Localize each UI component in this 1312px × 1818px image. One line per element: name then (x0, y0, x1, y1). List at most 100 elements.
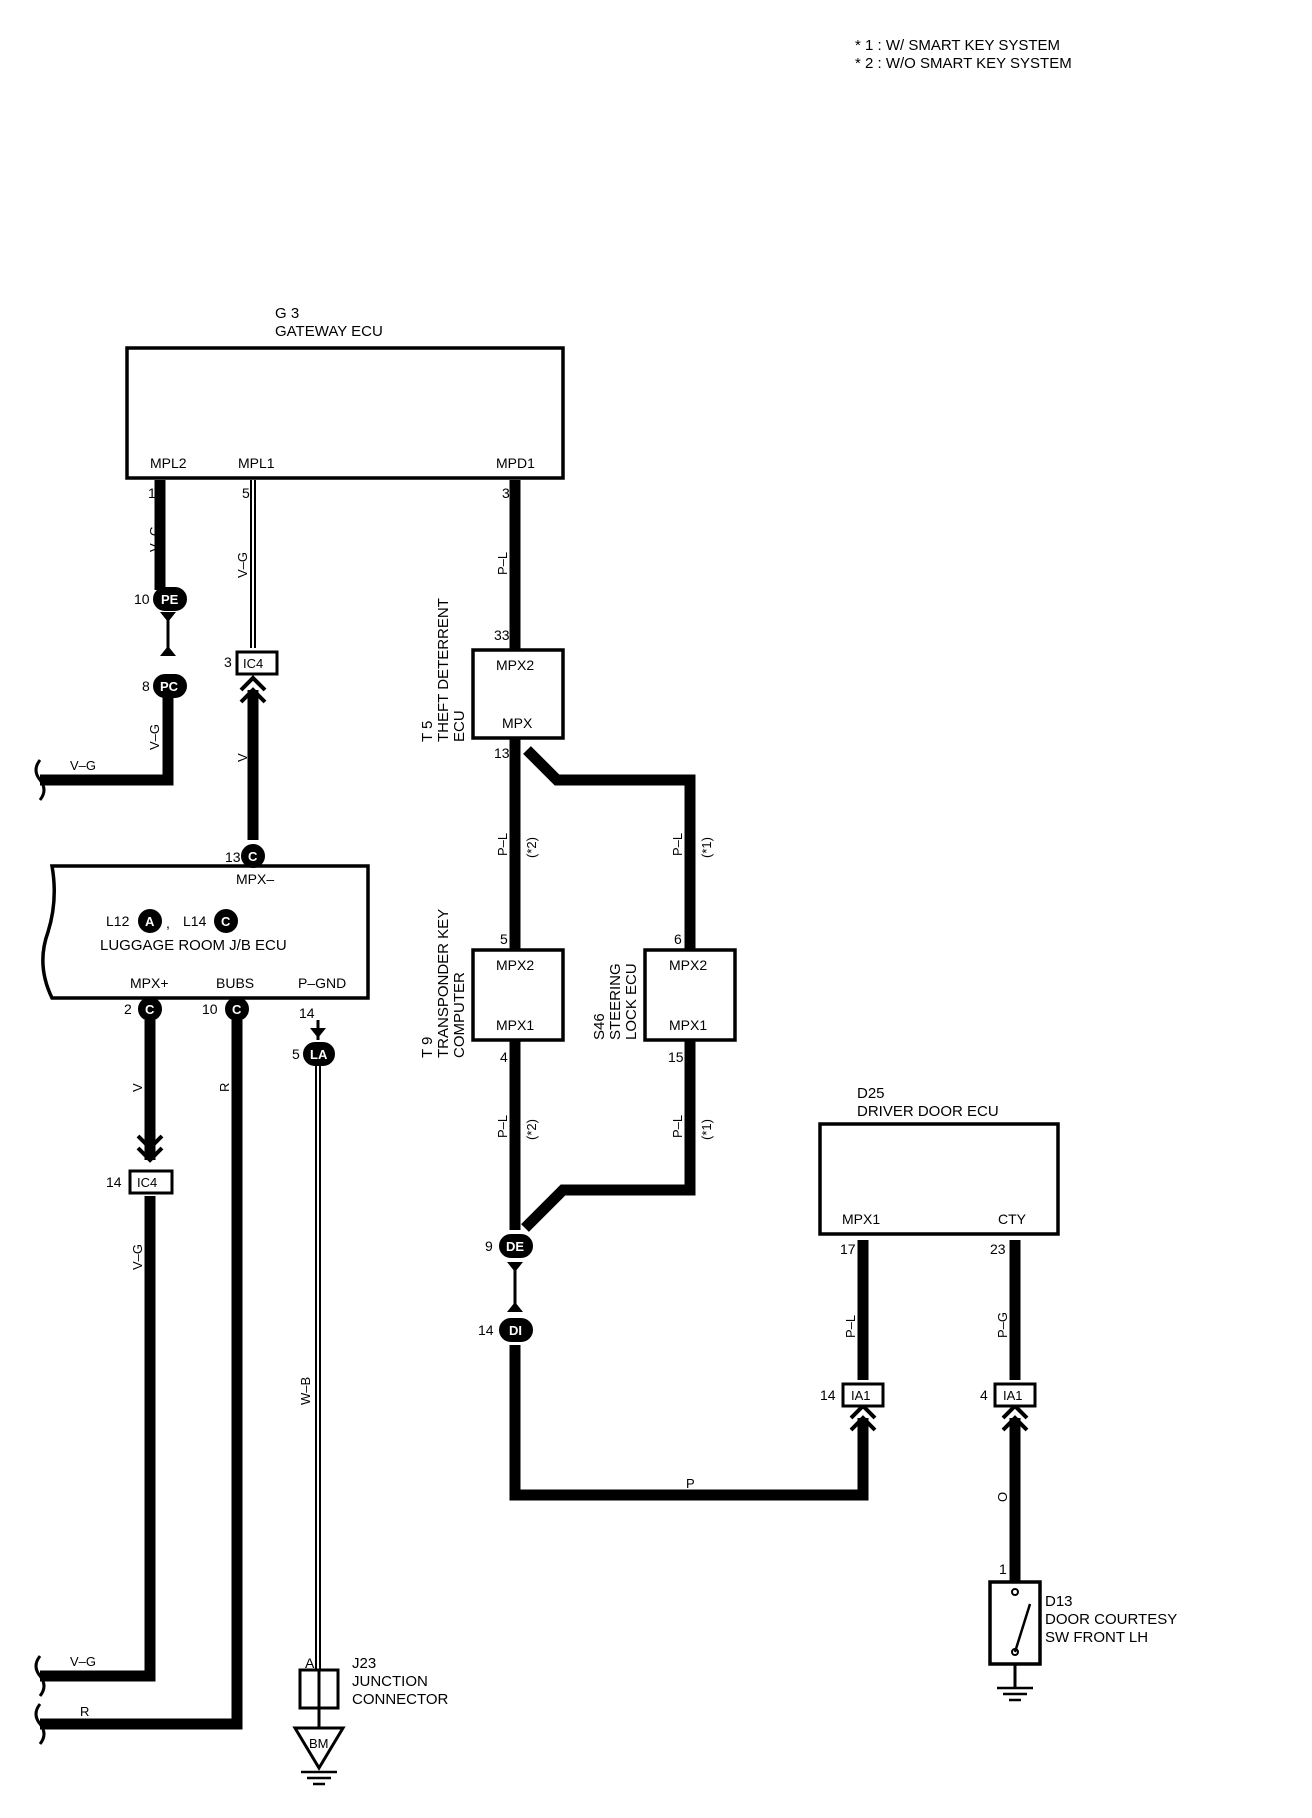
svg-text:IA1: IA1 (851, 1388, 871, 1403)
wire-vg-left (40, 678, 174, 786)
svg-text:MPX1: MPX1 (842, 1211, 880, 1227)
wire-labels: V–G V–G V–G V–G V P–L P–L (*2) P–L (*1) … (70, 526, 1010, 1719)
pin-p-gnd: P–GND (298, 975, 346, 991)
luggage-room-jb-ecu: MPX– L12 A , L14 C LUGGAGE ROOM J/B ECU … (41, 864, 370, 1000)
pin-mpx-minus: MPX– (236, 871, 274, 887)
luggage-name: LUGGAGE ROOM J/B ECU (100, 937, 287, 954)
pin-no-s46-in: 6 (674, 931, 682, 947)
svg-text:PE: PE (161, 592, 179, 607)
svg-text:DOOR COURTESY: DOOR COURTESY (1045, 1611, 1177, 1628)
svg-text:17: 17 (840, 1241, 856, 1257)
pin-bubs: BUBS (216, 975, 254, 991)
pin-t5-mpx2: MPX2 (496, 657, 534, 673)
svg-text:COMPUTER: COMPUTER (451, 972, 468, 1058)
ground-bm-icon (292, 1726, 346, 1771)
pin-no-t9-out: 4 (500, 1049, 508, 1065)
wire-p (509, 1345, 869, 1501)
pin-t5-mpx: MPX (502, 715, 533, 731)
gateway-name: GATEWAY ECU (275, 323, 383, 340)
connectors: 10 PE 8 PC 3 IC4 13 C 2 C 10 C 14 5 LA 1… (106, 587, 1037, 1408)
wires (34, 480, 1029, 1745)
svg-text:R: R (217, 1083, 232, 1092)
junction-connector: A J23 JUNCTION CONNECTOR BM (292, 1655, 449, 1786)
svg-text:P–G: P–G (995, 1312, 1010, 1338)
connector-di (499, 1318, 533, 1342)
svg-text:C: C (248, 849, 258, 864)
t5-name2: ECU (451, 710, 468, 742)
svg-text:CTY: CTY (998, 1211, 1027, 1227)
luggage-conn-c-icon (214, 909, 238, 933)
svg-text:2: 2 (124, 1001, 132, 1017)
connector-ia1-cty (993, 1382, 1037, 1408)
luggage-conn-a-icon (138, 909, 162, 933)
svg-text:3: 3 (224, 654, 232, 670)
luggage-code-a: L12 (106, 913, 130, 929)
svg-text:C: C (145, 1002, 155, 1017)
svg-text:PC: PC (160, 679, 179, 694)
door-courtesy-switch: 1 D13 DOOR COURTESY SW FRONT LH (988, 1561, 1177, 1702)
svg-text:P–L: P–L (843, 1315, 858, 1338)
svg-text:J23: J23 (352, 1655, 376, 1672)
connector-ic4-top (235, 650, 279, 676)
svg-text:(*2): (*2) (524, 1119, 539, 1140)
svg-text:MPX2: MPX2 (669, 957, 707, 973)
svg-text:14: 14 (820, 1387, 836, 1403)
break-r (34, 1703, 46, 1745)
connector-de (499, 1234, 533, 1258)
svg-text:S46: S46 (591, 1013, 608, 1040)
t5-name1: THEFT DETERRENT (435, 598, 452, 742)
note-smart-key: * 1 : W/ SMART KEY SYSTEM (855, 37, 1060, 54)
switch-icon (1013, 1603, 1032, 1653)
svg-text:14: 14 (106, 1174, 122, 1190)
svg-text:TRANSPONDER KEY: TRANSPONDER KEY (435, 909, 452, 1058)
svg-text:C: C (232, 1002, 242, 1017)
svg-text:V: V (235, 753, 250, 762)
svg-text:R: R (80, 1704, 89, 1719)
break-top (34, 759, 46, 801)
gateway-ecu: G 3 GATEWAY ECU MPL2 MPL1 MPD1 14 5 3 (125, 305, 565, 501)
svg-text:D13: D13 (1045, 1593, 1073, 1610)
svg-text:4: 4 (980, 1387, 988, 1403)
transponder-box (471, 948, 565, 1042)
svg-text:MPX1: MPX1 (669, 1017, 707, 1033)
svg-text:(*1): (*1) (699, 837, 714, 858)
connector-la (303, 1042, 335, 1066)
svg-text:C: C (221, 914, 231, 929)
svg-text:O: O (995, 1492, 1010, 1502)
wire-s46-de (521, 1040, 696, 1232)
svg-text:(*2): (*2) (524, 837, 539, 858)
svg-text:1: 1 (999, 1561, 1007, 1577)
svg-text:10: 10 (202, 1001, 218, 1017)
notes: * 1 : W/ SMART KEY SYSTEM * 2 : W/O SMAR… (855, 37, 1072, 72)
svg-text:P–L: P–L (495, 552, 510, 575)
theft-deterrent-ecu: MPX2 MPX 33 13 T 5 THEFT DETERRENT ECU (419, 598, 565, 761)
pin-no-t9-in: 5 (500, 931, 508, 947)
pin-no-t5-out: 13 (494, 745, 510, 761)
svg-text:DE: DE (506, 1239, 524, 1254)
ic4-top-arrows (239, 675, 267, 704)
svg-text:D25: D25 (857, 1085, 885, 1102)
svg-text:JUNCTION: JUNCTION (352, 1673, 428, 1690)
svg-text:V–G: V–G (70, 1654, 96, 1669)
connector-c-mpx-plus (138, 997, 162, 1021)
connector-ic4-bottom (128, 1169, 174, 1195)
pin-no-s46-out: 15 (668, 1049, 684, 1065)
svg-text:IC4: IC4 (137, 1175, 157, 1190)
svg-text:23: 23 (990, 1241, 1006, 1257)
wire-r (40, 1020, 243, 1730)
svg-text:MPX1: MPX1 (496, 1017, 534, 1033)
driver-door-box (818, 1122, 1060, 1236)
theft-box (471, 648, 565, 740)
svg-text:A: A (145, 914, 155, 929)
gateway-box (125, 346, 565, 480)
svg-text:IC4: IC4 (243, 656, 263, 671)
transponder-key-computer: MPX2 MPX1 5 4 T 9 TRANSPONDER KEY COMPUT… (419, 909, 565, 1065)
pin-mpl1: MPL1 (238, 455, 275, 471)
svg-text:LOCK ECU: LOCK ECU (623, 963, 640, 1040)
svg-text:V: V (130, 1083, 145, 1092)
svg-text:P–L: P–L (495, 833, 510, 856)
svg-text:DRIVER DOOR ECU: DRIVER DOOR ECU (857, 1103, 999, 1120)
pin-mpx-plus: MPX+ (130, 975, 169, 991)
svg-text:IA1: IA1 (1003, 1388, 1023, 1403)
